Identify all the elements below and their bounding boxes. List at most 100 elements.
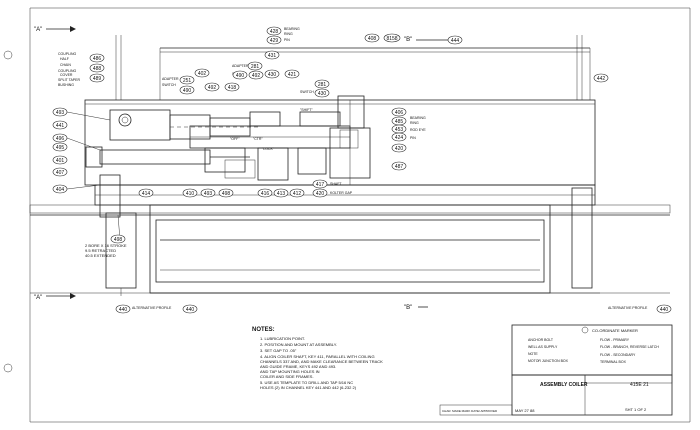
svg-text:8158: 8158 [386,36,397,42]
svg-text:412: 412 [293,191,302,197]
callout-441: 441 [52,120,68,130]
callout-492: 492 [204,82,220,92]
svg-text:498: 498 [114,237,123,243]
callout-428: 428 [266,26,282,36]
svg-text:ASSEMBLY COILER: ASSEMBLY COILER [540,382,588,388]
callout-404: 404 [52,184,101,194]
symbol-legend: CO-ORDINATE MARKER ANCHOR BOLT WELL AS S… [511,324,673,376]
svg-text:FLOW - SECONDARY: FLOW - SECONDARY [600,353,636,357]
svg-text:401: 401 [56,158,65,164]
svg-text:9.5 RETRACTED: 9.5 RETRACTED [85,248,116,253]
callout-490-b: 490 [232,70,248,80]
svg-text:406: 406 [395,110,404,116]
svg-text:FLOW - BRANCH, REVERSE LATCH: FLOW - BRANCH, REVERSE LATCH [600,345,659,349]
callout-440-a: 440 ALTERNATIVE PROFILE [115,304,172,314]
svg-text:ADAPTER: ADAPTER [232,64,249,68]
callout-424: 424 PIN [391,132,416,142]
svg-text:410: 410 [186,191,195,197]
svg-text:"A": "A" [34,295,42,301]
svg-text:"B": "B" [404,37,412,43]
svg-text:487: 487 [395,164,404,170]
svg-text:ADAPTER: ADAPTER [162,77,179,81]
svg-text:441: 441 [56,123,65,129]
svg-text:AND TAP MOUNTING HOLES IN: AND TAP MOUNTING HOLES IN [260,369,320,374]
svg-text:HALF: HALF [60,57,69,61]
svg-text:MOTOR JUNCTION BOX: MOTOR JUNCTION BOX [528,359,569,363]
svg-text:COVER: COVER [60,73,73,77]
callout-413: 413 [273,188,289,198]
svg-text:416: 416 [261,191,270,197]
cylinder [85,146,250,168]
profile-post-right [571,35,593,289]
callout-429: 429 BEARING RING PIN [266,27,300,45]
svg-text:2. POSITION AND MOUNT AT ASSEM: 2. POSITION AND MOUNT AT ASSEMBLY. [260,342,337,347]
svg-text:ANCHOR BOLT: ANCHOR BOLT [528,338,554,342]
callout-487: 487 [391,161,407,171]
cylinder-stroke-note: 2 BORE X 16 STROKE 9.5 RETRACTED 40.5 EX… [85,243,127,258]
callout-495: 495 [52,142,68,152]
shaft-assembly [189,111,351,181]
svg-text:RING: RING [284,32,293,36]
callout-406: 406 [391,107,407,117]
svg-text:495: 495 [56,145,65,151]
view-marker-a-bottom: "A" [34,293,76,301]
svg-text:493: 493 [204,191,213,197]
svg-text:490: 490 [236,73,245,79]
bearing-block [329,95,371,185]
punch-hole [3,363,13,373]
callout-486: 486 COUPLING HALF [58,52,105,63]
callout-412: 412 [289,188,305,198]
svg-text:486: 486 [93,56,102,62]
svg-text:421: 421 [288,72,297,78]
svg-text:KOLTER GAP: KOLTER GAP [330,191,353,195]
callout-416: 416 [257,188,273,198]
svg-text:408: 408 [368,36,377,42]
svg-text:407: 407 [56,170,65,176]
view-marker-a-top: "A" [34,26,76,33]
svg-text:BUSHING: BUSHING [58,83,74,87]
svg-text:WELL AS SUPPLY: WELL AS SUPPLY [528,345,558,349]
svg-text:488: 488 [93,66,102,72]
svg-text:MAY 27 88: MAY 27 88 [515,408,535,413]
svg-text:SWITCH: SWITCH [300,90,314,94]
callout-420: 420 [391,143,407,153]
pos-label: "SHIFT" [300,108,313,112]
svg-text:HOLES (2) IN CHANNEL KEY 441 A: HOLES (2) IN CHANNEL KEY 441 AND 442 (6-… [260,385,357,390]
svg-text:424: 424 [395,135,404,141]
callout-444: 444 [447,35,463,45]
svg-text:442: 442 [597,76,606,82]
callout-440-b: 440 [182,304,198,314]
callout-485: 485 BEARING RING [391,116,426,126]
callout-498-b: 498 [110,234,126,244]
callout-401: 401 [52,155,68,165]
svg-text:1. LUBRICATION POINT.: 1. LUBRICATION POINT. [260,336,305,341]
svg-text:40.5 EXTENDED: 40.5 EXTENDED [85,253,116,258]
callout-407: 407 [52,167,68,177]
coupling-assembly [109,109,260,141]
callout-440-c: 440 ALTERNATIVE PROFILE [608,304,672,314]
svg-text:489: 489 [93,76,102,82]
callout-281-b: 281 [314,79,330,89]
top-rail [159,47,591,100]
svg-text:444: 444 [451,38,460,44]
svg-text:404: 404 [56,187,65,193]
callout-421: 421 [284,69,300,79]
svg-text:413: 413 [277,191,286,197]
callout-496: 496 [52,133,101,151]
svg-text:SHT 1 OF 2: SHT 1 OF 2 [625,407,647,412]
callout-408: 408 [364,33,380,43]
view-marker-b-bottom: "B" [404,305,428,311]
svg-text:ALTERNATIVE PROFILE: ALTERNATIVE PROFILE [608,306,648,310]
notes-block: NOTES: 1. LUBRICATION POINT. 2. POSITION… [252,327,383,390]
svg-text:431: 431 [268,53,277,59]
svg-text:440: 440 [186,307,195,313]
callout-410: 410 [182,188,198,198]
svg-text:428: 428 [270,29,279,35]
callout-490: 490 [179,85,195,95]
svg-text:440: 440 [660,307,669,313]
callout-493-b: 493 [200,188,216,198]
svg-text:SPLIT TAPER: SPLIT TAPER [58,78,80,82]
svg-text:498: 498 [222,191,231,197]
svg-text:SWITCH: SWITCH [162,83,176,87]
